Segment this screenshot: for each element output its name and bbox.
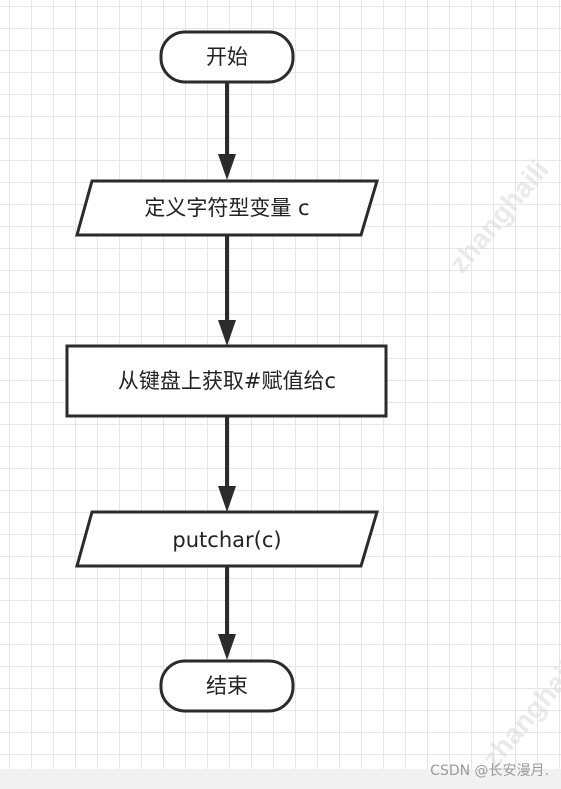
start-label: 开始 [206,45,248,69]
input-node [65,344,388,418]
end-node [159,659,295,713]
arrowhead-icon [218,154,236,180]
input-label: 从键盘上获取#赋值给c [118,369,336,393]
arrowhead-icon [218,486,236,512]
declare-label: 定义字符型变量 c [144,196,309,220]
arrowhead-icon [218,320,236,346]
declare-node [75,179,380,237]
end-label: 结束 [206,674,248,698]
watermark-bottom: zhanghaili [476,649,561,774]
watermark: zhanghaili [443,154,555,279]
start-node [159,30,295,84]
credit-text: CSDN @长安漫月. [430,763,549,779]
footer-bar [0,769,561,789]
output-node [75,510,380,568]
arrowhead-icon [218,634,236,660]
output-label: putchar(c) [172,528,281,552]
